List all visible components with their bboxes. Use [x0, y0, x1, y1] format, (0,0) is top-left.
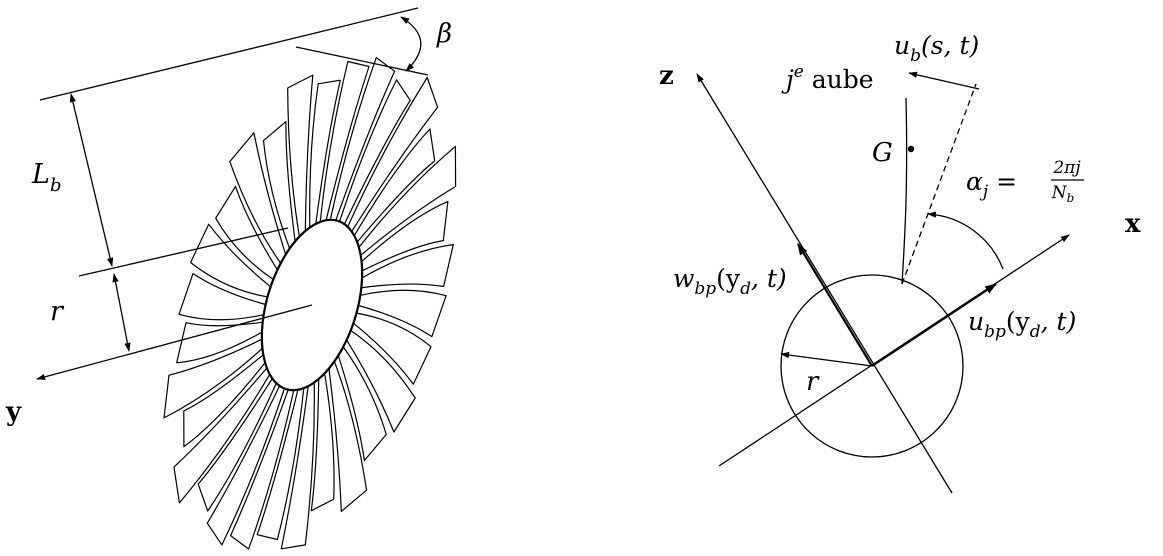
blade-outline: [215, 185, 278, 281]
Lb-dimension: [69, 93, 114, 267]
blade-line: [901, 97, 908, 285]
y-axis: [36, 304, 313, 380]
blade-outline: [357, 289, 447, 338]
wbp-vector: [797, 242, 873, 367]
blade-outline: [163, 338, 263, 419]
middle-ext-line: [78, 227, 289, 277]
blade-outline: [347, 76, 439, 233]
Lb-label: Lb: [31, 159, 61, 196]
blade-outline: [361, 200, 449, 272]
r-dimension: [112, 273, 131, 352]
x-axis-label: x: [1125, 209, 1141, 239]
ub-arrow: [908, 71, 980, 90]
blade-outline: [309, 79, 341, 229]
blade-index-label: je aube: [781, 62, 874, 94]
G-label: G: [872, 138, 893, 168]
blade-outline: [310, 372, 335, 512]
blade-outline: [337, 346, 387, 462]
ubp-label: ubp(yd, t): [968, 307, 1076, 342]
top-tangent-line: [39, 7, 419, 101]
radius-arrow: [780, 351, 873, 367]
beta-label: β: [436, 19, 452, 49]
blade-outline: [319, 60, 370, 223]
z-axis-label: z: [659, 61, 674, 91]
z-axis: [696, 73, 953, 494]
blade-outline: [287, 74, 314, 238]
center-of-gravity-G: [907, 145, 915, 153]
blade-outline: [230, 389, 295, 550]
ub-label: ub(s, t): [894, 31, 979, 66]
blade-outline: [358, 145, 457, 256]
blade-outline: [178, 273, 267, 321]
blade-outline: [256, 387, 305, 541]
blade-outline: [346, 329, 416, 433]
blade-outline: [360, 244, 454, 289]
blade-outline: [190, 223, 272, 298]
blade-outline: [339, 79, 411, 225]
bladed-disk-drawing: [163, 57, 457, 550]
wbp-label: wbp(yd, t): [673, 264, 787, 299]
right-r-label: r: [806, 367, 820, 397]
blade-outline: [328, 360, 368, 512]
blade-outline: [206, 385, 285, 546]
blade-outline: [229, 132, 287, 264]
blade-outline: [173, 367, 271, 504]
rotor-coordinate-diagram: [696, 71, 1070, 494]
left-r-label: r: [50, 296, 65, 327]
blade-outline: [197, 377, 277, 512]
alpha-fraction-denominator: Nb: [1051, 183, 1075, 205]
blade-outline: [353, 128, 436, 243]
alpha-angle-arc: [927, 211, 1004, 270]
y-axis-label: y: [5, 397, 22, 427]
alpha-fraction-numerator: 2πj: [1052, 158, 1081, 178]
blade-outline: [183, 354, 266, 448]
blade-reference-dashed: [901, 83, 977, 285]
shaft-circle: [780, 274, 964, 458]
alpha-label: αj =: [966, 167, 1017, 202]
blade-outline: [280, 381, 315, 550]
beta-angle-arc: [400, 16, 422, 72]
blade-outline: [352, 312, 432, 385]
ubp-vector: [871, 283, 998, 367]
blade-outline: [262, 121, 296, 250]
blade-outline: [329, 57, 396, 221]
fan-blades: [163, 57, 457, 550]
